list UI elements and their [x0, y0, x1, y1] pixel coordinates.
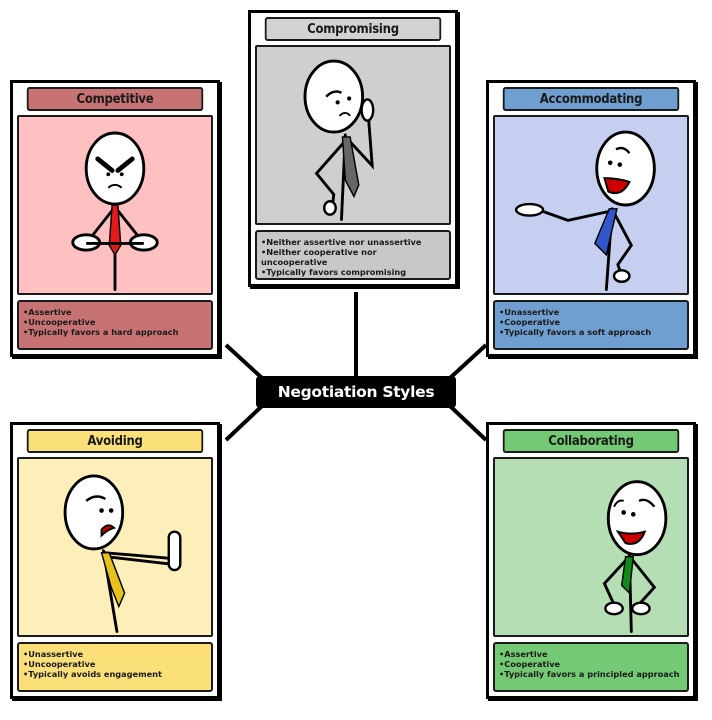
- card-avoiding: Avoiding Unassertive Uncooperative Typic…: [10, 422, 220, 699]
- character-accommodating: [493, 115, 689, 295]
- character-compromising: [255, 45, 451, 225]
- card-title-text: Accommodating: [539, 91, 643, 107]
- character-competitive: [17, 115, 213, 295]
- card-collaborating: Collaborating Assertive Cooperative Typi…: [486, 422, 696, 699]
- card-title-text: Compromising: [307, 21, 399, 37]
- connector-avoiding: [224, 404, 264, 442]
- note-item: Unassertive: [499, 307, 683, 317]
- connector-accommodating: [448, 343, 488, 380]
- note-item: Typically favors compromising: [261, 267, 445, 277]
- card-title-collaborating: Collaborating: [502, 429, 680, 453]
- note-item: Cooperative: [499, 659, 683, 669]
- card-notes-competitive: Assertive Uncooperative Typically favors…: [17, 300, 213, 350]
- card-notes-collaborating: Assertive Cooperative Typically favors a…: [493, 642, 689, 692]
- character-avoiding: [17, 457, 213, 637]
- card-competitive: Competitive Assertive Uncooperative Typi…: [10, 80, 220, 357]
- pondering-stickman-icon: [303, 59, 375, 221]
- character-collaborating: [493, 457, 689, 637]
- note-item: Typically favors a principled approach: [499, 669, 683, 679]
- note-item: Typically favors a hard approach: [23, 327, 207, 337]
- connector-competitive: [224, 343, 264, 380]
- center-label-text: Negotiation Styles: [277, 383, 435, 401]
- note-item: Assertive: [499, 649, 683, 659]
- card-accommodating: Accommodating Unassertive Cooperative Ty…: [486, 80, 696, 357]
- card-title-text: Competitive: [76, 91, 154, 107]
- center-label: Negotiation Styles: [256, 376, 456, 408]
- card-title-text: Avoiding: [87, 433, 143, 449]
- note-item: Typically favors a soft approach: [499, 327, 683, 337]
- smiling-stickman-icon: [602, 480, 668, 633]
- note-item: Uncooperative: [23, 317, 207, 327]
- angry-stickman-icon: [71, 131, 159, 291]
- worried-stickman-icon: [63, 474, 182, 633]
- card-title-avoiding: Avoiding: [26, 429, 204, 453]
- note-item: Neither assertive nor unassertive: [261, 237, 445, 247]
- card-notes-compromising: Neither assertive nor unassertive Neithe…: [255, 230, 451, 280]
- card-compromising: Compromising Neither assertive nor unass…: [248, 10, 458, 287]
- card-notes-avoiding: Unassertive Uncooperative Typically avoi…: [17, 642, 213, 692]
- card-title-text: Collaborating: [548, 433, 634, 449]
- connector-collaborating: [448, 404, 488, 442]
- note-item: Neither cooperative nor uncooperative: [261, 247, 445, 267]
- note-item: Unassertive: [23, 649, 207, 659]
- card-title-compromising: Compromising: [264, 17, 442, 41]
- happy-stickman-icon: [514, 130, 656, 291]
- card-notes-accommodating: Unassertive Cooperative Typically favors…: [493, 300, 689, 350]
- card-title-competitive: Competitive: [26, 87, 204, 111]
- note-item: Cooperative: [499, 317, 683, 327]
- note-item: Uncooperative: [23, 659, 207, 669]
- note-item: Typically avoids engagement: [23, 669, 207, 679]
- card-title-accommodating: Accommodating: [502, 87, 680, 111]
- note-item: Assertive: [23, 307, 207, 317]
